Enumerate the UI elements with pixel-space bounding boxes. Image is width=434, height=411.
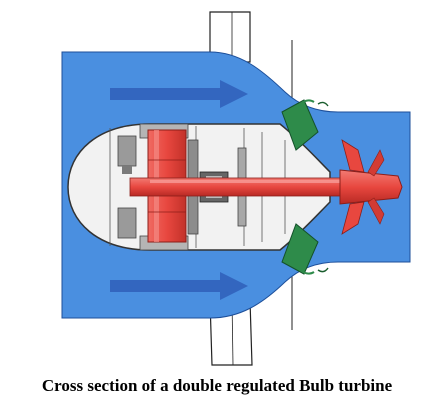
figure-caption: Cross section of a double regulated Bulb… [41, 376, 393, 395]
guide-vanes [281, 99, 319, 275]
flow-arrows [110, 80, 248, 300]
upper-flow-arrow-icon [110, 80, 248, 108]
kaplan-runner [339, 139, 403, 235]
servo-linkages [317, 101, 329, 273]
turbine-cross-section-diagram [61, 11, 411, 366]
lower-flow-arrow-icon [110, 272, 248, 300]
main-shaft [129, 177, 351, 197]
